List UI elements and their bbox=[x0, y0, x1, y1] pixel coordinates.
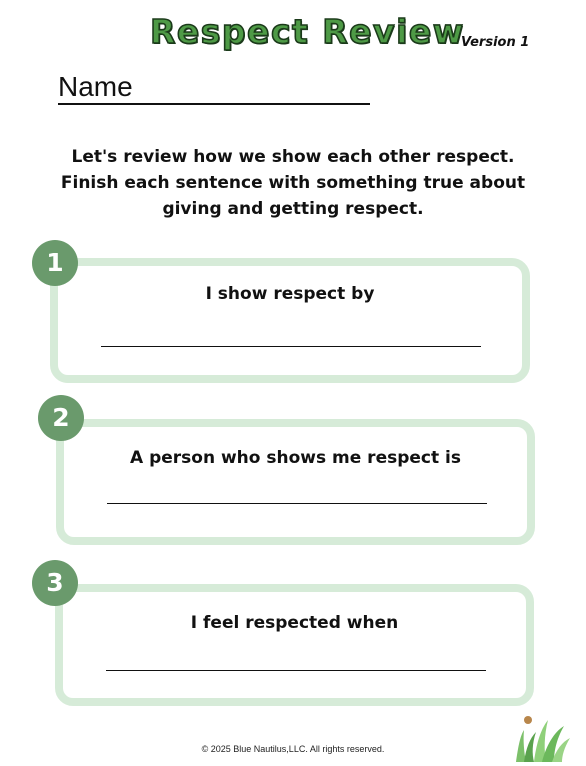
number-badge-1: 1 bbox=[32, 240, 78, 286]
prompt-card-3: I feel respected when bbox=[55, 584, 534, 706]
number-badge-3: 3 bbox=[32, 560, 78, 606]
answer-line-2[interactable] bbox=[107, 503, 487, 504]
instructions-line-3: giving and getting respect. bbox=[162, 199, 424, 219]
prompt-card-1: I show respect by bbox=[50, 258, 530, 383]
worksheet-title: Respect Review bbox=[149, 11, 465, 52]
grass-logo-icon bbox=[516, 716, 570, 762]
prompt-text-3: I feel respected when bbox=[190, 613, 399, 633]
name-field[interactable]: Name bbox=[58, 70, 370, 105]
version-label: Version 1 bbox=[461, 35, 530, 50]
instructions-line-1: Let's review how we show each other resp… bbox=[71, 147, 515, 167]
prompt-text-1: I show respect by bbox=[205, 284, 375, 304]
prompt-text-2: A person who shows me respect is bbox=[130, 448, 461, 468]
prompt-card-2: A person who shows me respect is bbox=[56, 419, 535, 545]
number-badge-2: 2 bbox=[38, 395, 84, 441]
name-label: Name bbox=[58, 71, 133, 102]
answer-line-3[interactable] bbox=[106, 670, 486, 671]
instructions: Let's review how we show each other resp… bbox=[40, 144, 546, 222]
answer-line-1[interactable] bbox=[101, 346, 481, 347]
instructions-line-2: Finish each sentence with something true… bbox=[60, 173, 526, 193]
copyright-footer: © 2025 Blue Nautilus,LLC. All rights res… bbox=[201, 744, 385, 754]
